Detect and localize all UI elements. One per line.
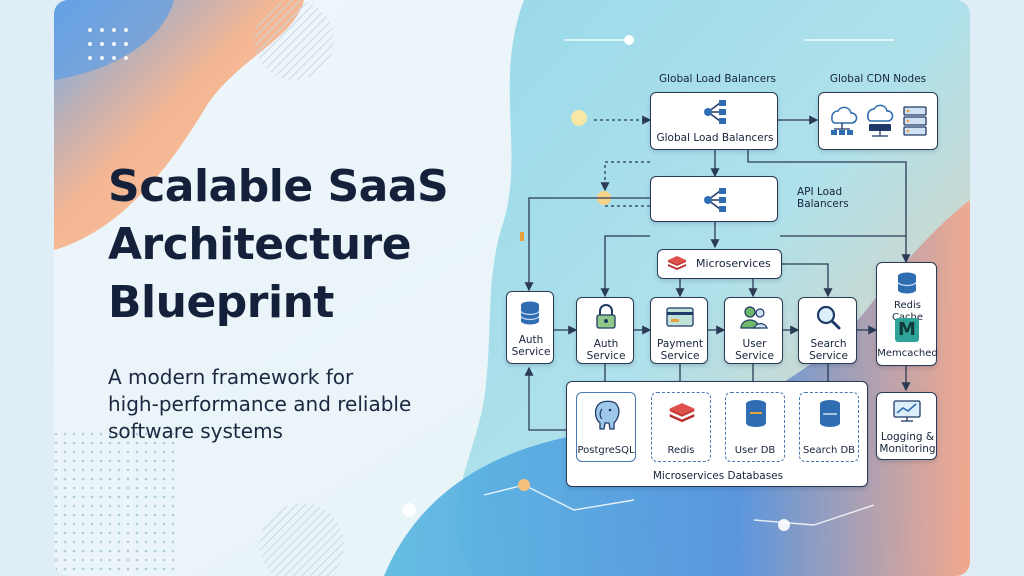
postgresql-elephant-icon xyxy=(594,400,620,430)
subtitle-line-3: software systems xyxy=(108,419,283,443)
magnifier-icon xyxy=(816,305,841,330)
title-line-2: Architecture xyxy=(108,219,412,270)
auth-service-node: Auth Service xyxy=(576,297,634,364)
user-line-2: Service xyxy=(735,350,774,362)
cloud-network-icon xyxy=(831,106,858,135)
search-line-2: Service xyxy=(809,350,848,362)
cdn-icons xyxy=(831,104,927,137)
logging-monitoring-node: Logging & Monitoring xyxy=(876,392,937,460)
subtitle-line-1: A modern framework for xyxy=(108,365,354,389)
database-icon xyxy=(520,301,540,325)
logging-line-2: Monitoring xyxy=(879,443,936,455)
global-lb-header: Global Load Balancers xyxy=(658,73,777,85)
network-hub-icon xyxy=(704,188,726,212)
payment-service-node: Payment Service xyxy=(650,297,708,364)
auth-left-line-1: Auth xyxy=(518,334,544,346)
redis-db: Redis xyxy=(651,392,711,462)
title-line-3: Blueprint xyxy=(108,277,334,328)
search-service-label: Search Service xyxy=(799,338,858,362)
memcached-logo-icon: M xyxy=(895,318,919,342)
payment-service-label: Payment Service xyxy=(651,338,709,362)
page-subtitle: A modern framework for high-performance … xyxy=(108,364,488,445)
redis-icon xyxy=(668,256,686,270)
microservices-label: Microservices xyxy=(696,257,771,270)
global-cdn-nodes-node xyxy=(818,92,938,150)
logging-line-1: Logging & xyxy=(880,431,935,443)
monitor-chart-icon xyxy=(893,400,921,422)
auth-service-left-node: Auth Service xyxy=(506,291,554,364)
payment-line-1: Payment xyxy=(657,338,703,350)
users-icon xyxy=(740,306,768,329)
cloud-server-icon xyxy=(867,104,894,137)
payment-line-2: Service xyxy=(660,350,700,362)
title-line-1: Scalable SaaS xyxy=(108,161,449,212)
cdn-header: Global CDN Nodes xyxy=(829,73,927,85)
subtitle-line-2: high-performance and reliable xyxy=(108,392,412,416)
redis-icon xyxy=(669,403,695,423)
auth-left-label: Auth Service xyxy=(507,334,555,358)
auth-line-2: Service xyxy=(586,350,626,362)
credit-card-icon xyxy=(666,307,694,327)
microservices-node: Microservices xyxy=(657,249,782,279)
global-load-balancers-node: Global Load Balancers xyxy=(650,92,778,150)
user-db: User DB xyxy=(725,392,785,462)
server-rack-icon xyxy=(903,106,927,136)
microservices-databases-group: PostgreSQL Redis User DB Sear xyxy=(566,381,868,487)
api-lb-label: API Load Balancers xyxy=(797,186,867,210)
user-line-1: User xyxy=(742,338,767,350)
memcached-label: Memcached xyxy=(877,348,938,359)
database-icon xyxy=(897,272,917,294)
postgresql-db: PostgreSQL xyxy=(576,392,636,462)
user-service-label: User Service xyxy=(725,338,784,362)
auth-service-label: Auth Service xyxy=(577,338,635,362)
page-title: Scalable SaaS Architecture Blueprint xyxy=(108,158,528,332)
redis-db-label: Redis xyxy=(667,445,695,456)
search-db-label: Search DB xyxy=(802,445,856,456)
logging-label: Logging & Monitoring xyxy=(877,431,938,455)
auth-line-1: Auth xyxy=(593,338,619,350)
postgresql-label: PostgreSQL xyxy=(577,445,635,456)
lock-icon xyxy=(596,304,616,329)
search-service-node: Search Service xyxy=(798,297,857,364)
api-lb-line-1: API Load xyxy=(797,186,843,198)
user-db-label: User DB xyxy=(734,445,776,456)
auth-left-line-2: Service xyxy=(511,346,551,358)
db-group-label: Microservices Databases xyxy=(652,470,784,482)
api-lb-line-2: Balancers xyxy=(797,198,849,210)
cache-node: Redis Cache M Memcached xyxy=(876,262,938,366)
redis-cache-label: Redis Cache xyxy=(892,300,923,323)
search-line-1: Search xyxy=(810,338,847,350)
user-service-node: User Service xyxy=(724,297,783,364)
global-lb-label: Global Load Balancers xyxy=(656,132,774,144)
database-icon xyxy=(820,400,840,427)
database-icon xyxy=(746,400,766,427)
network-hub-icon xyxy=(704,100,726,124)
api-load-balancers-node xyxy=(650,176,778,222)
search-db: Search DB xyxy=(799,392,859,462)
